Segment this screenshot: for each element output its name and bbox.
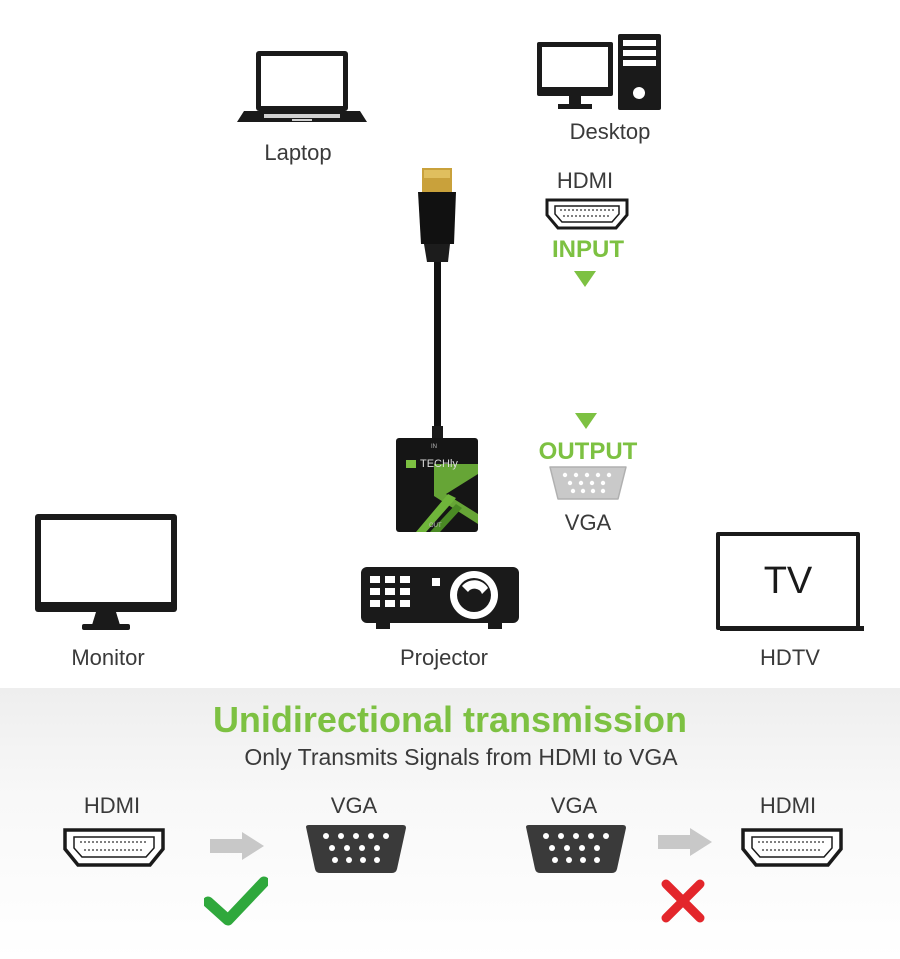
adapter-brand-text: TECHly <box>420 458 458 470</box>
blocked-vga-port-icon <box>526 825 626 873</box>
input-label: INPUT <box>552 236 624 263</box>
laptop-icon <box>237 51 367 122</box>
adapter-in-mark: IN <box>431 444 437 450</box>
blocked-from-label: VGA <box>550 793 598 818</box>
tv-screen-text: TV <box>763 560 813 602</box>
check-icon <box>204 876 268 926</box>
cross-icon <box>661 879 705 923</box>
allowed-to-label: VGA <box>330 793 378 818</box>
hdmi-vga-adapter-image <box>396 168 478 532</box>
adapter-out-mark: OUT <box>429 523 442 529</box>
blocked-hdmi-port-icon <box>741 828 843 867</box>
allowed-hdmi-port-icon <box>63 828 165 867</box>
desktop-icon <box>537 34 661 110</box>
laptop-label: Laptop <box>264 140 332 165</box>
tv-icon: TV <box>716 532 860 630</box>
transmission-subtitle: Only Transmits Signals from HDMI to VGA <box>244 744 678 770</box>
desktop-label: Desktop <box>569 119 651 144</box>
output-label: OUTPUT <box>538 438 638 465</box>
transmission-panel <box>0 688 900 959</box>
output-arrow-down-icon <box>575 413 597 429</box>
monitor-icon <box>35 514 177 630</box>
input-port-label: HDMI <box>556 168 614 193</box>
input-arrow-down-icon <box>574 271 596 287</box>
projector-icon <box>361 567 519 629</box>
transmission-title: Unidirectional transmission <box>212 699 688 740</box>
hdtv-label: HDTV <box>760 645 820 670</box>
allowed-arrow-right-icon <box>210 832 264 860</box>
allowed-vga-port-icon <box>306 825 406 873</box>
blocked-to-label: HDMI <box>759 793 817 818</box>
vga-port-icon <box>549 466 627 500</box>
blocked-arrow-right-icon <box>658 828 712 856</box>
hdmi-port-icon <box>545 198 629 230</box>
allowed-from-label: HDMI <box>83 793 141 818</box>
projector-label: Projector <box>399 645 489 670</box>
monitor-label: Monitor <box>71 645 145 670</box>
tv-stand-bar <box>720 626 864 631</box>
output-port-label: VGA <box>564 510 612 535</box>
